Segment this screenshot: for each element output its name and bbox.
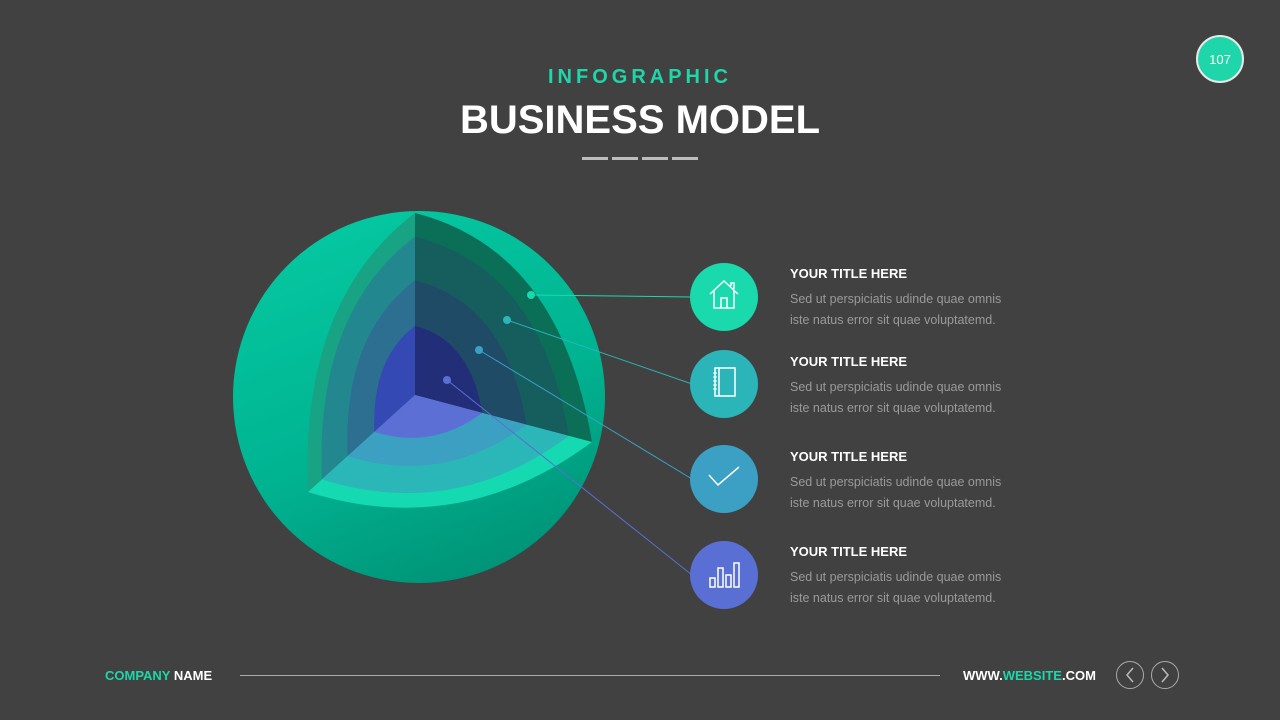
- item-description: Sed ut perspiciatis udinde quae omnis ist…: [790, 472, 1050, 514]
- connector-line: [446, 379, 693, 576]
- desc-line: Sed ut perspiciatis udinde quae omnis: [790, 475, 1002, 489]
- sphere-layer-left-face: [347, 280, 415, 457]
- connector-dot: [475, 346, 483, 354]
- item-title: YOUR TITLE HERE: [790, 266, 908, 281]
- page-number-badge: 107: [1196, 35, 1244, 83]
- desc-line: Sed ut perspiciatis udinde quae omnis: [790, 380, 1002, 394]
- item-icon-circle: [690, 350, 758, 418]
- chevron-right-icon: [1161, 667, 1169, 683]
- desc-line: Sed ut perspiciatis udinde quae omnis: [790, 570, 1002, 584]
- connector-dot: [503, 316, 511, 324]
- next-slide-button[interactable]: [1151, 661, 1179, 689]
- web-accent: WEBSITE: [1002, 668, 1062, 683]
- item-description: Sed ut perspiciatis udinde quae omnis ist…: [790, 567, 1050, 609]
- connector-line: [478, 349, 693, 480]
- desc-line: iste natus error sit quae voluptatemd.: [790, 313, 996, 327]
- footer-divider: [240, 675, 940, 676]
- company-rest: NAME: [170, 668, 213, 683]
- sphere-layer-left-face: [374, 325, 415, 432]
- item-description: Sed ut perspiciatis udinde quae omnis ist…: [790, 377, 1050, 419]
- web-post: .COM: [1061, 668, 1096, 683]
- house-icon: [706, 277, 742, 318]
- item-title: YOUR TITLE HERE: [790, 544, 908, 559]
- desc-line: iste natus error sit quae voluptatemd.: [790, 591, 996, 605]
- slide-title: BUSINESS MODEL: [459, 98, 821, 142]
- desc-line: iste natus error sit quae voluptatemd.: [790, 496, 996, 510]
- notebook-icon: [706, 364, 742, 405]
- title-divider: [672, 157, 698, 160]
- sphere-layer-bottom-face: [374, 395, 483, 438]
- slide-subtitle: INFOGRAPHIC: [548, 66, 732, 88]
- prev-slide-button[interactable]: [1116, 661, 1144, 689]
- title-divider: [642, 157, 668, 160]
- checkmark-icon: [706, 459, 742, 500]
- item-icon-circle: [690, 445, 758, 513]
- bar-chart-icon: [706, 555, 742, 596]
- item-title: YOUR TITLE HERE: [790, 354, 908, 369]
- company-accent: COMPANY: [105, 668, 171, 683]
- connector-line: [530, 294, 693, 298]
- item-title: YOUR TITLE HERE: [790, 449, 908, 464]
- item-icon-circle: [690, 541, 758, 609]
- title-divider: [612, 157, 638, 160]
- item-description: Sed ut perspiciatis udinde quae omnis ist…: [790, 289, 1050, 331]
- website-link[interactable]: WWW.WEBSITE.COM: [963, 668, 1096, 683]
- connector-dot: [527, 291, 535, 299]
- connector-dot: [443, 376, 451, 384]
- item-icon-circle: [690, 263, 758, 331]
- title-divider: [582, 157, 608, 160]
- desc-line: iste natus error sit quae voluptatemd.: [790, 401, 996, 415]
- connector-line: [506, 319, 693, 385]
- sphere-layer-right-face: [415, 325, 483, 413]
- desc-line: Sed ut perspiciatis udinde quae omnis: [790, 292, 1002, 306]
- web-pre: WWW.: [963, 668, 1003, 683]
- company-name: COMPANY NAME: [105, 668, 212, 683]
- chevron-left-icon: [1126, 667, 1134, 683]
